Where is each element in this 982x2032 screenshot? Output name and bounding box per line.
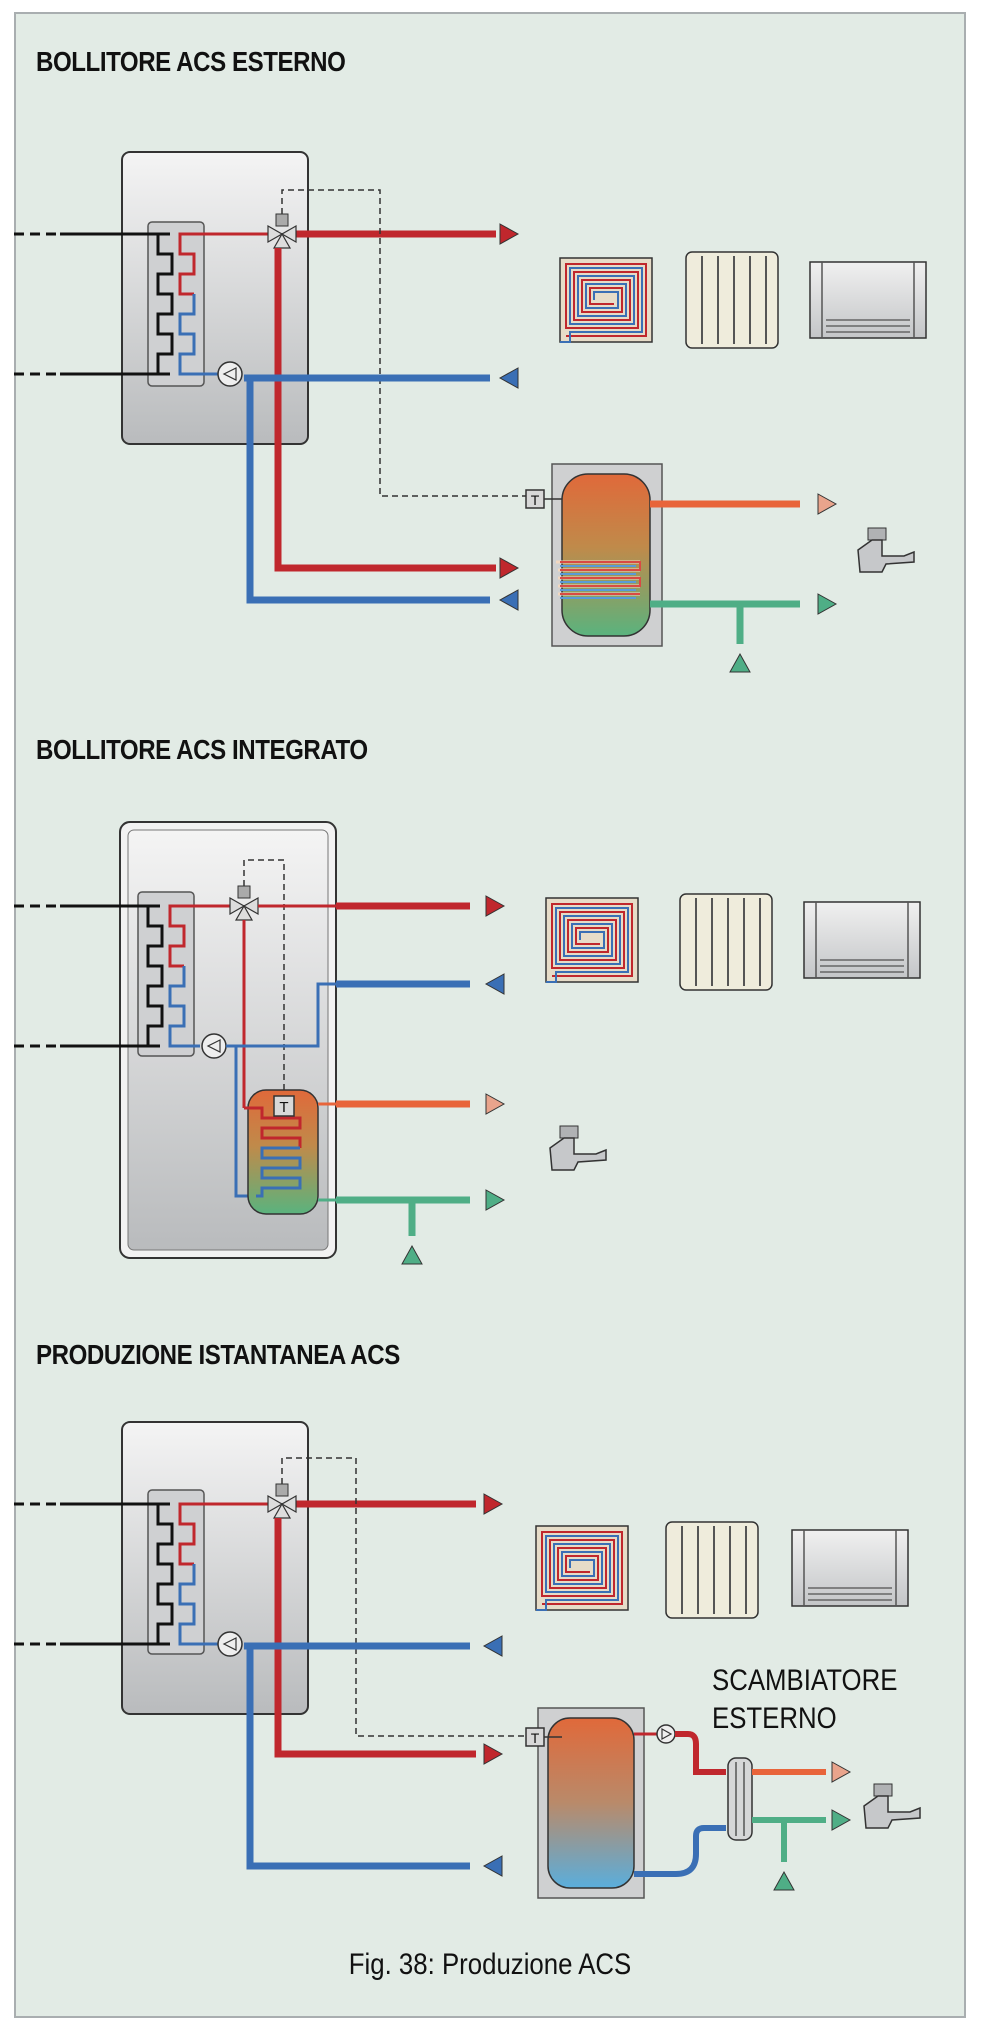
cold-water-arrow-out (817, 593, 838, 615)
radiator-icon-2 (679, 893, 773, 991)
flow-pipe-dhw (274, 248, 496, 572)
section-title-external-boiler: BOLLITORE ACS ESTERNO (36, 46, 346, 77)
faucet-icon-3 (863, 1783, 921, 1829)
exchanger-label-line1: SCAMBIATORE (712, 1664, 898, 1697)
fan-coil-icon-3 (791, 1529, 909, 1607)
tank-thermostat-label: T (531, 492, 540, 508)
section-external-boiler: T (14, 151, 927, 673)
hot-water-arrow-2 (485, 1093, 506, 1115)
tank-thermostat-label-3: T (531, 1730, 540, 1746)
section-title-integrated-boiler: BOLLITORE ACS INTEGRATO (36, 734, 368, 765)
flow-arrow-heating-2 (485, 895, 506, 917)
hot-water-arrow-3 (831, 1761, 852, 1783)
dhw-pump (656, 1724, 676, 1744)
buffer-tank (547, 1717, 635, 1889)
cold-water-arrow-in (729, 652, 751, 673)
return-arrow-heating-2 (484, 973, 505, 995)
tank-thermostat-2 (273, 1095, 295, 1117)
return-pipe-dhw-3 (246, 1646, 470, 1870)
cold-water-arrow-out-2 (485, 1189, 506, 1211)
return-arrow-dhw-3 (482, 1855, 503, 1877)
water-coil (178, 232, 196, 296)
dhw-tank (561, 473, 651, 637)
flow-arrow-dhw (499, 557, 520, 579)
exchanger-label-line2: ESTERNO (712, 1702, 837, 1735)
underfloor-coil-icon (559, 257, 653, 343)
section-integrated-boiler: T (14, 821, 921, 1265)
section-instant-production: T (14, 1421, 921, 1899)
return-arrow-heating-3 (482, 1635, 503, 1657)
figure-caption: Fig. 38: Produzione ACS (348, 1948, 632, 1981)
circulation-pump-2 (201, 1033, 227, 1059)
radiator-icon (685, 251, 779, 349)
cold-water-arrow-in-2 (401, 1244, 423, 1265)
plate-heat-exchanger (727, 1757, 753, 1841)
flow-pipe-dhw-3 (274, 1518, 476, 1758)
faucet-icon-2 (549, 1125, 607, 1171)
heat-exchanger-box-3 (147, 1489, 205, 1655)
fan-coil-icon (809, 261, 927, 339)
underfloor-coil-icon-3 (535, 1525, 629, 1611)
faucet-icon (857, 527, 915, 573)
heat-exchanger-box (147, 221, 205, 387)
refrigerant-coil (156, 232, 174, 376)
exchanger-label: SCAMBIATORE ESTERNO (712, 1662, 897, 1738)
fan-coil-icon-2 (803, 901, 921, 979)
flow-arrow-heating (499, 223, 520, 245)
cold-water-arrow-in-3 (773, 1870, 795, 1891)
circulation-pump (217, 361, 243, 387)
return-arrow-dhw (498, 589, 519, 611)
hot-water-arrow (817, 493, 838, 515)
three-way-valve (267, 224, 284, 244)
radiator-icon-3 (665, 1521, 759, 1619)
cold-water-arrow-out-3 (831, 1809, 852, 1831)
control-wire (281, 189, 528, 497)
return-arrow-heating (498, 367, 519, 389)
underfloor-coil-icon-2 (545, 897, 639, 983)
tank-thermostat-label-2: T (279, 1099, 288, 1116)
integrated-tank-coil (244, 1106, 302, 1148)
flow-arrow-heating-3 (483, 1493, 504, 1515)
flow-arrow-dhw-3 (483, 1743, 504, 1765)
section-title-instant-production: PRODUZIONE ISTANTANEA ACS (36, 1339, 400, 1370)
heat-exchanger-box-2 (137, 891, 195, 1057)
return-pipe-dhw (246, 378, 490, 604)
three-way-valve-3 (267, 1494, 284, 1514)
circulation-pump-3 (217, 1631, 243, 1657)
three-way-valve-2 (229, 896, 246, 916)
